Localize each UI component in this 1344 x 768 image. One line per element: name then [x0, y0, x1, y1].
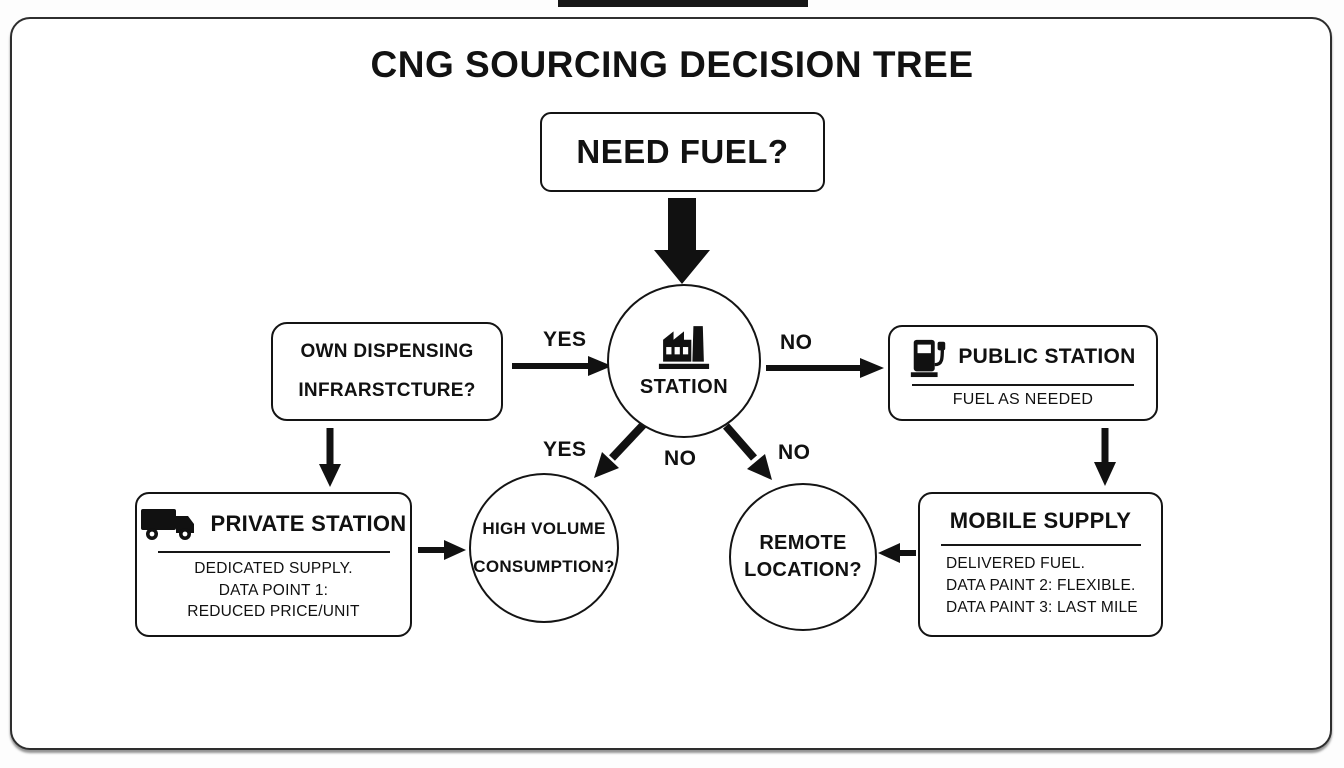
own-dispensing-line1: OWN DISPENSING [300, 341, 474, 362]
node-own-dispensing: OWN DISPENSING INFRARSTCTURE? [271, 322, 503, 421]
private-station-body-line: DEDICATED SUPPLY. [194, 560, 353, 577]
mobile-supply-body-line: DELIVERED FUEL. [946, 555, 1086, 572]
remote-location-line1: REMOTE [759, 532, 847, 554]
mobile-supply-divider [940, 544, 1141, 546]
factory-icon [658, 326, 710, 369]
private-station-divider [157, 551, 390, 553]
node-private-station: PRIVATE STATION DEDICATED SUPPLY. DATA P… [135, 492, 412, 637]
mobile-supply-body-line: DATA PAINT 2: FLEXIBLE. [946, 577, 1136, 594]
mobile-supply-body-line: DATA PAINT 3: LAST MILE [946, 599, 1138, 616]
edge-label-no-bottom-right: NO [778, 441, 811, 464]
private-station-body: DEDICATED SUPPLY. DATA POINT 1: REDUCED … [187, 558, 359, 623]
station-label: STATION [639, 376, 729, 398]
edge-label-yes-bottom: YES [543, 438, 587, 461]
top-accent-bar [558, 0, 808, 7]
remote-location-line2: LOCATION? [744, 559, 862, 581]
private-station-header: PRIVATE STATION [140, 506, 407, 542]
edge-label-no-bottom-left: NO [664, 447, 697, 470]
node-station: STATION [607, 284, 761, 438]
public-station-subtitle: FUEL AS NEEDED [952, 391, 1094, 408]
mobile-supply-title: MOBILE SUPPLY [949, 508, 1132, 533]
public-station-title: PUBLIC STATION [958, 345, 1136, 368]
private-station-body-line: REDUCED PRICE/UNIT [187, 603, 360, 620]
private-station-body-line: DATA POINT 1: [218, 581, 329, 599]
edge-label-yes-top: YES [543, 328, 587, 351]
public-station-divider [912, 384, 1134, 386]
public-station-header: PUBLIC STATION [910, 336, 1135, 378]
mobile-supply-body: DELIVERED FUEL. DATA PAINT 2: FLEXIBLE. … [920, 553, 1161, 619]
fuel-pump-icon [911, 339, 946, 378]
private-station-title: PRIVATE STATION [210, 511, 407, 536]
high-volume-line1: HIGH VOLUME [482, 519, 606, 538]
page-title: CNG SOURCING DECISION TREE [370, 44, 974, 85]
node-remote-location: REMOTE LOCATION? [729, 483, 877, 631]
need-fuel-label: NEED FUEL? [576, 133, 789, 170]
truck-icon [140, 509, 194, 540]
node-need-fuel: NEED FUEL? [540, 112, 825, 192]
node-mobile-supply: MOBILE SUPPLY DELIVERED FUEL. DATA PAINT… [918, 492, 1163, 637]
node-high-volume: HIGH VOLUME CONSUMPTION? [469, 473, 619, 623]
own-dispensing-line2: INFRARSTCTURE? [298, 380, 476, 401]
node-public-station: PUBLIC STATION FUEL AS NEEDED [888, 325, 1158, 421]
edge-label-no-top: NO [780, 331, 813, 354]
high-volume-line2: CONSUMPTION? [473, 557, 615, 576]
